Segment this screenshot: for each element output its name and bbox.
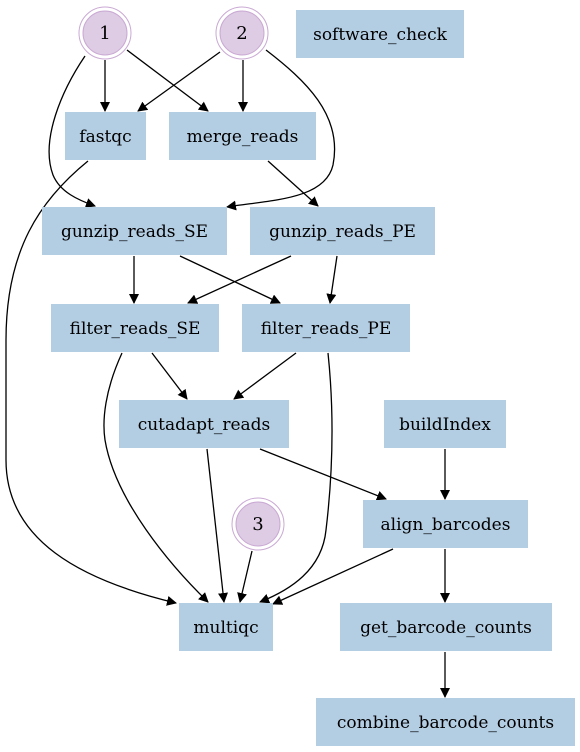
process-node-label: merge_reads (187, 127, 299, 147)
process-node-box (363, 500, 528, 548)
process-node-label: cutadapt_reads (138, 415, 271, 435)
process-node-label: gunzip_reads_SE (61, 222, 208, 242)
process-node-box (316, 698, 575, 746)
process-node-cutadapt-reads: cutadapt_reads (119, 400, 289, 448)
process-node-label: software_check (313, 25, 448, 45)
process-node-box (119, 400, 289, 448)
process-node-box (340, 603, 552, 651)
process-node-label: filter_reads_SE (70, 319, 201, 339)
process-node-box (179, 603, 273, 651)
input-node-outer-ring (215, 6, 269, 60)
edge-fastqc-to-multiqc (5, 160, 177, 606)
input-node-label: 3 (252, 514, 263, 535)
process-node-buildindex: buildIndex (384, 400, 506, 448)
edges-layer (5, 49, 450, 698)
input-node-outer-ring (231, 497, 285, 551)
edge-filter_reads_PE-to-cutadapt_reads (233, 352, 297, 400)
process-node-label: gunzip_reads_PE (269, 222, 416, 242)
edge-in1-to-gunzip_reads_SE (48, 55, 96, 208)
edge-align_barcodes-to-multiqc (272, 548, 394, 605)
edge-filter_reads_SE-to-multiqc (103, 352, 209, 603)
edge-cutadapt_reads-to-align_barcodes (259, 448, 387, 501)
input-node-3: 3 (231, 497, 285, 551)
process-node-multiqc: multiqc (179, 603, 273, 651)
edge-gunzip_reads_PE-to-filter_reads_SE (187, 255, 292, 304)
input-node-1: 1 (78, 6, 132, 60)
process-node-gunzip-reads-se: gunzip_reads_SE (42, 207, 227, 255)
edge-filter_reads_PE-to-multiqc (259, 352, 333, 604)
input-node-circle (235, 501, 281, 547)
input-node-outer-ring (78, 6, 132, 60)
process-node-fastqc: fastqc (65, 112, 146, 160)
process-node-label: get_barcode_counts (360, 618, 532, 638)
process-node-box (42, 207, 227, 255)
process-node-combine-barcode-counts: combine_barcode_counts (316, 698, 575, 746)
edge-in2-to-fastqc (137, 51, 221, 112)
edge-gunzip_reads_PE-to-filter_reads_PE (326, 255, 338, 304)
edge-cutadapt_reads-to-multiqc (206, 448, 228, 603)
process-node-box (384, 400, 506, 448)
process-node-box (169, 112, 316, 160)
process-node-box (242, 304, 410, 352)
edge-in3-to-multiqc (237, 550, 253, 603)
edge-in2-to-gunzip_reads_SE (226, 49, 336, 211)
input-node-2: 2 (215, 6, 269, 60)
input-node-label: 2 (236, 23, 247, 44)
edge-in1-to-merge_reads (126, 49, 209, 112)
process-node-gunzip-reads-pe: gunzip_reads_PE (250, 207, 435, 255)
process-node-box (51, 304, 219, 352)
process-node-merge-reads: merge_reads (169, 112, 316, 160)
input-node-circle (219, 10, 265, 56)
process-node-box (250, 207, 435, 255)
input-node-circle (82, 10, 128, 56)
process-node-box (65, 112, 146, 160)
process-node-label: filter_reads_PE (261, 319, 392, 339)
edge-filter_reads_SE-to-cutadapt_reads (151, 352, 188, 400)
process-node-software-check: software_check (296, 10, 464, 58)
process-node-label: fastqc (79, 127, 131, 147)
process-node-label: buildIndex (399, 415, 491, 435)
process-node-filter-reads-pe: filter_reads_PE (242, 304, 410, 352)
edge-gunzip_reads_SE-to-filter_reads_PE (179, 255, 281, 304)
process-node-box (296, 10, 464, 58)
process-node-get-barcode-counts: get_barcode_counts (340, 603, 552, 651)
process-node-label: align_barcodes (381, 515, 511, 535)
process-node-align-barcodes: align_barcodes (363, 500, 528, 548)
input-node-label: 1 (99, 23, 110, 44)
process-node-label: combine_barcode_counts (337, 713, 554, 733)
edge-merge_reads-to-gunzip_reads_PE (267, 160, 319, 207)
process-node-label: multiqc (193, 618, 258, 638)
process-node-filter-reads-se: filter_reads_SE (51, 304, 219, 352)
